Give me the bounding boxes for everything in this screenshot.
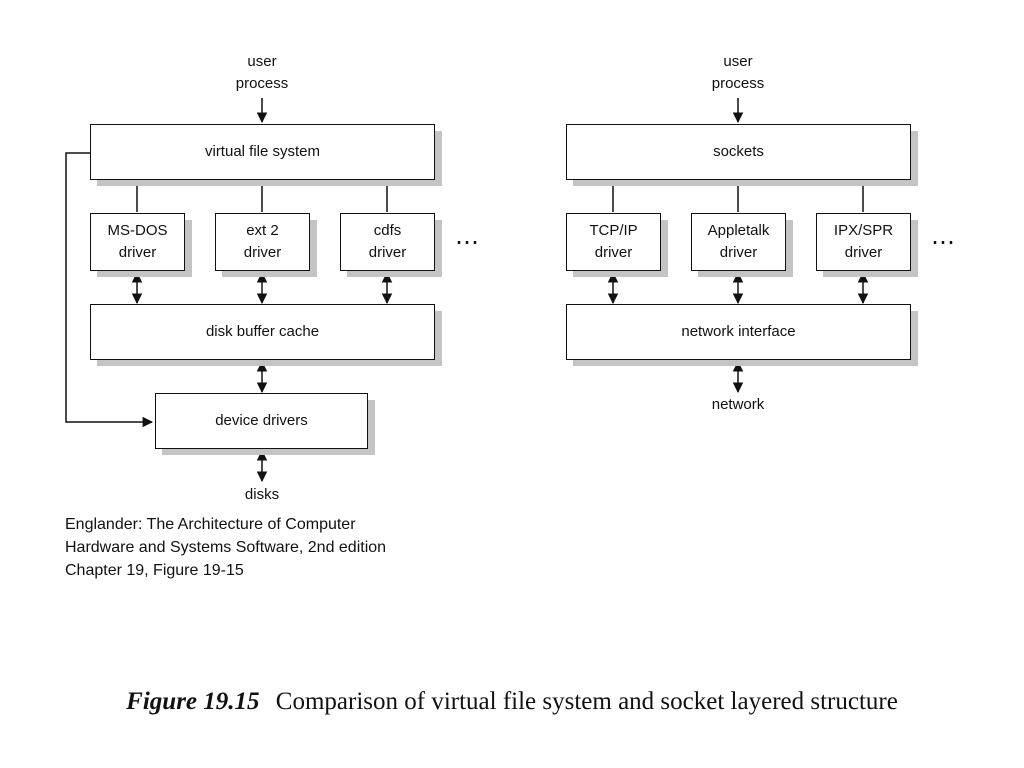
figure-number: Figure 19.15	[126, 688, 260, 715]
vfs-bypass-arrow	[65, 152, 154, 428]
ext2-driver-box: ext 2 driver	[215, 213, 310, 271]
network-label: network	[711, 396, 765, 413]
disk-buffer-cache-box: disk buffer cache	[90, 304, 435, 360]
virtual-file-system-box: virtual file system	[90, 124, 435, 180]
sockets-box: sockets	[566, 124, 911, 180]
device-drivers-box: device drivers	[155, 393, 368, 449]
msdos-driver-box: MS-DOS driver	[90, 213, 185, 271]
disks-label: disks	[244, 486, 280, 503]
appletalk-driver-box: Appletalk driver	[691, 213, 786, 271]
vfs-more-drivers-ellipsis: …	[455, 222, 481, 250]
figure-caption: Figure 19.15 Comparison of virtual file …	[0, 688, 1024, 716]
vfs-user-process-label: user process	[235, 53, 289, 92]
source-credit: Englander: The Architecture of Computer …	[65, 516, 387, 579]
caption-text: Comparison of virtual file system and so…	[275, 688, 898, 715]
network-interface-box: network interface	[566, 304, 911, 360]
socket-more-drivers-ellipsis: …	[931, 222, 957, 250]
tcpip-driver-box: TCP/IP driver	[566, 213, 661, 271]
cdfs-driver-box: cdfs driver	[340, 213, 435, 271]
ipx-spr-driver-box: IPX/SPR driver	[816, 213, 911, 271]
sockets-user-process-label: user process	[711, 53, 765, 92]
